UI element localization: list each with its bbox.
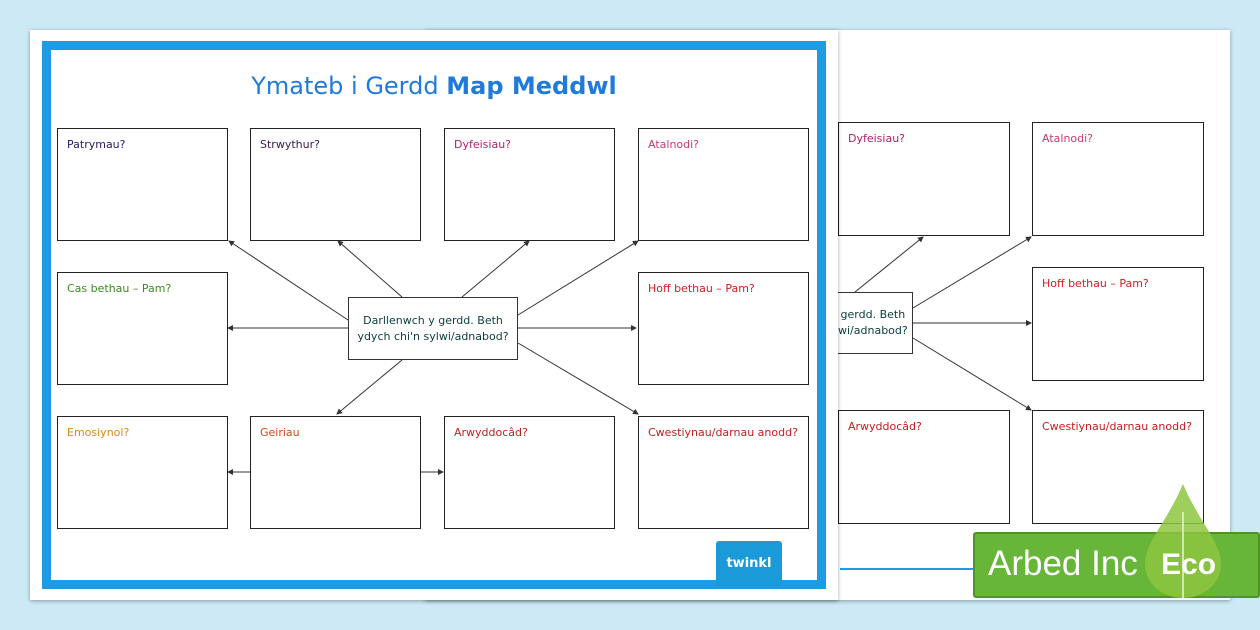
box-arwyddocad: Arwyddocâd? — [444, 416, 615, 529]
box-emosiynol: Emosiynol? — [57, 416, 228, 529]
back-box-hoff-bethau: Hoff bethau – Pam? — [1032, 267, 1204, 381]
front-worksheet-page: Ymateb i Gerdd Map Meddwl Patrymau? Strw… — [30, 30, 838, 600]
box-label: Arwyddocâd? — [454, 426, 528, 439]
box-cas-bethau: Cas bethau – Pam? — [57, 272, 228, 385]
box-label: Emosiynol? — [67, 426, 130, 439]
back-box-cwestiynau: Cwestiynau/darnau anodd? — [1032, 410, 1204, 524]
watermark-text: Arbed Inc — [988, 544, 1138, 583]
box-label: Atalnodi? — [648, 138, 700, 151]
back-box-arwyddocad: Arwyddocâd? — [838, 410, 1010, 524]
back-box-dyfeisiau: Dyfeisiau? — [838, 122, 1010, 236]
box-cwestiynau: Cwestiynau/darnau anodd? — [638, 416, 809, 529]
box-label: Cas bethau – Pam? — [67, 282, 172, 295]
box-strwythur: Strwythur? — [250, 128, 421, 241]
box-label: Patrymau? — [67, 138, 126, 151]
box-label: Arwyddocâd? — [848, 420, 922, 433]
center-line-2: ydych chi'n sylwi/adnabod? — [357, 329, 509, 343]
box-hoff-bethau: Hoff bethau – Pam? — [638, 272, 809, 385]
box-label: Atalnodi? — [1042, 132, 1094, 145]
mind-map-arrows — [227, 240, 639, 475]
box-geiriau: Geiriau — [250, 416, 421, 529]
back-arrows — [854, 236, 1032, 411]
box-label: Strwythur? — [260, 138, 320, 151]
page-title: Ymateb i Gerdd Map Meddwl — [30, 72, 838, 100]
back-box-atalnodi: Atalnodi? — [1032, 122, 1204, 236]
twinkl-logo: twinkl — [716, 541, 782, 586]
box-label: Dyfeisiau? — [454, 138, 512, 151]
box-label: Hoff bethau – Pam? — [648, 282, 755, 295]
box-dyfeisiau: Dyfeisiau? — [444, 128, 615, 241]
box-label: Geiriau — [260, 426, 300, 439]
center-prompt: Darllenwch y gerdd. Beth ydych chi'n syl… — [348, 297, 518, 360]
logo-text: twinkl — [726, 556, 772, 571]
eco-badge-text: Eco — [1161, 548, 1217, 581]
title-normal: Ymateb i Gerdd — [251, 72, 447, 100]
box-label: Dyfeisiau? — [848, 132, 906, 145]
center-line-1: gerdd. Beth — [840, 308, 906, 321]
box-label: Cwestiynau/darnau anodd? — [1042, 420, 1192, 433]
leaf-icon — [1145, 484, 1221, 598]
back-center-prompt: gerdd. Beth wi/adnabod? — [835, 292, 913, 354]
box-label: Cwestiynau/darnau anodd? — [648, 426, 798, 439]
center-line-2: wi/adnabod? — [838, 324, 908, 337]
title-bold: Map Meddwl — [446, 72, 617, 100]
blue-page-border — [42, 41, 826, 589]
box-label: Hoff bethau – Pam? — [1042, 277, 1149, 290]
box-patrymau: Patrymau? — [57, 128, 228, 241]
box-atalnodi: Atalnodi? — [638, 128, 809, 241]
center-line-1: Darllenwch y gerdd. Beth — [363, 313, 503, 327]
eco-watermark: Arbed Inc Eco — [973, 482, 1260, 600]
